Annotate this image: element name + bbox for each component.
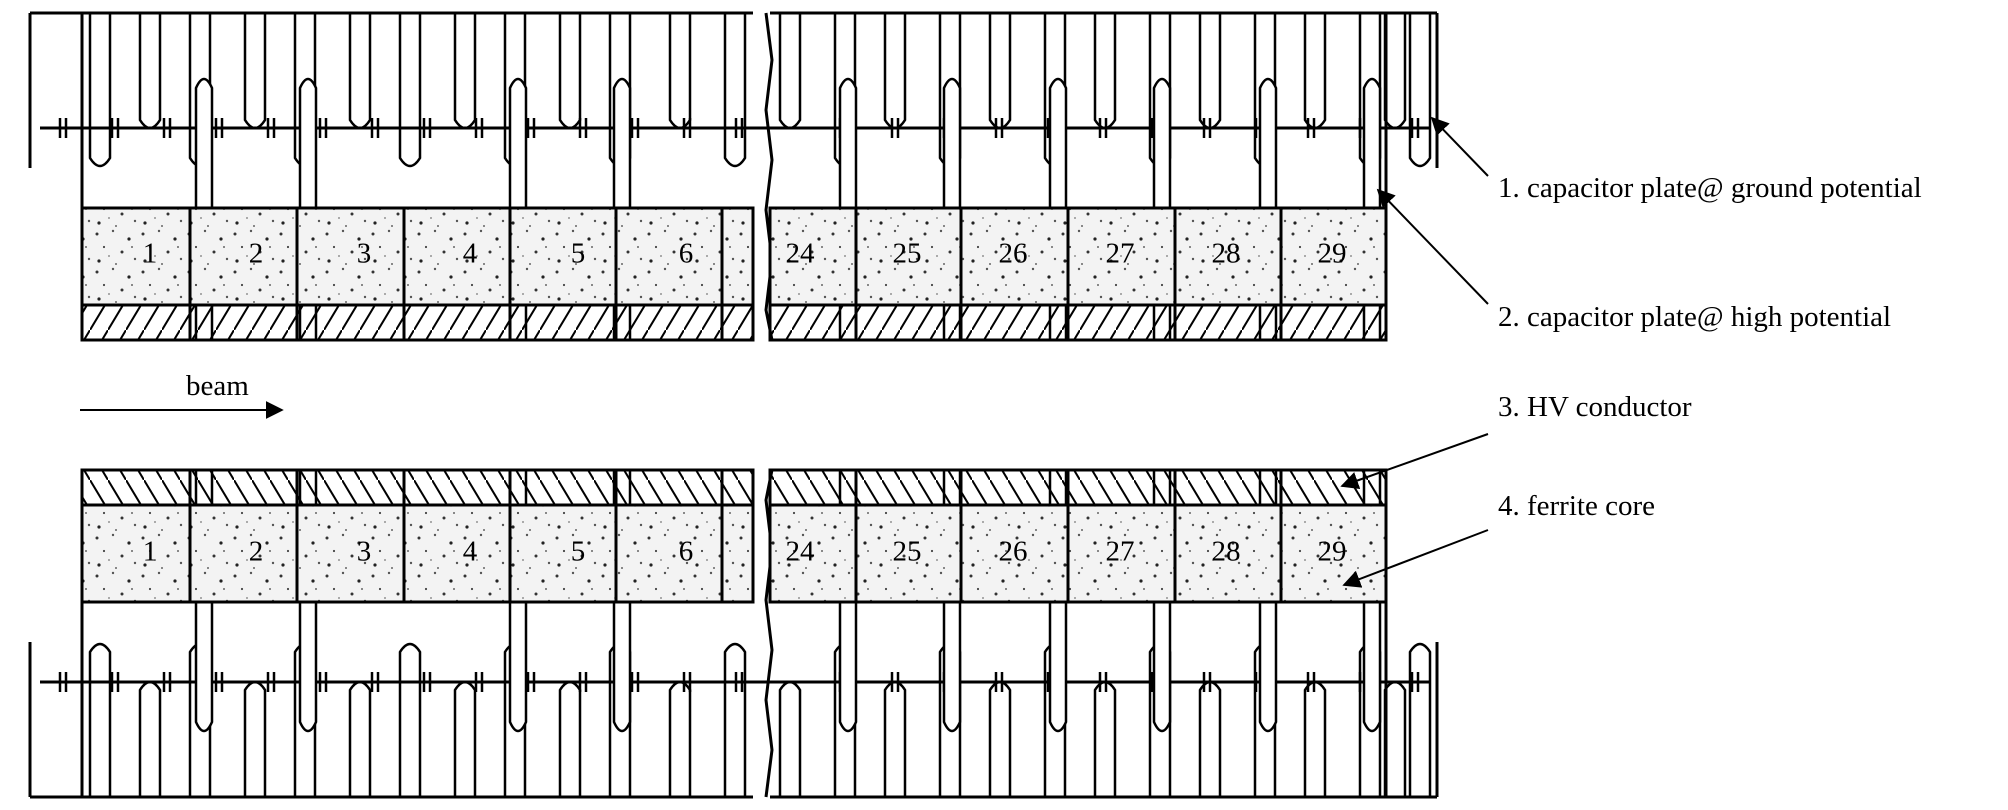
hv-conductor [768,468,1388,507]
capacitor-plate [1198,13,1222,130]
ferrite-core [768,206,1388,307]
hv-conductor [768,303,1388,342]
legend-ferrite-core: 4. ferrite core [1498,490,1655,522]
capacitor-plate [88,642,112,797]
legend-ground-plate: 1. capacitor plate@ ground potential [1498,172,1922,204]
lower-capacitor-plates [88,642,1432,797]
cell-number: 3 [357,238,372,270]
hv-conductor [80,303,755,342]
capacitor-plate [778,13,802,130]
capacitor-plate [1408,13,1432,168]
capacitor-plate [883,680,907,797]
cell-number: 29 [1318,536,1347,568]
capacitor-plate [558,13,582,130]
capacitor-plate [1093,13,1117,130]
beam-label: beam [186,370,249,402]
capacitor-plate [398,13,422,168]
cell-number: 24 [786,536,816,568]
capacitor-plate [348,13,372,130]
capacitor-plate [88,13,112,168]
cell-number: 5 [571,238,586,270]
capacitor-plate [1303,680,1327,797]
legend-hv-conductor: 3. HV conductor [1498,391,1692,423]
beam-indicator: beam [80,370,284,419]
capacitor-plate [1383,680,1407,797]
capacitor-plate [1198,680,1222,797]
pointer-ferrite-core [1342,529,1489,588]
capacitor-plate [1408,642,1432,797]
capacitor-plate [398,642,422,797]
ferrite-core [80,503,755,604]
hv-conductor [80,468,755,507]
cell-number: 26 [999,536,1028,568]
cell-number: 4 [463,238,478,270]
capacitor-plate [668,13,692,130]
cell-number: 5 [571,536,586,568]
pointer-high-plate [1376,188,1489,305]
ferrite-core [768,503,1388,604]
cell-number: 24 [786,238,816,270]
capacitor-plate [988,680,1012,797]
capacitor-plate [723,642,747,797]
cell-number: 26 [999,238,1028,270]
capacitor-plate [1303,13,1327,130]
capacitor-plate [1383,13,1407,130]
pointer-hv-conductor [1340,433,1489,490]
cell-number: 6 [679,238,694,270]
cell-number: 6 [679,536,694,568]
lower-cell-row: 1 2 3 4 5 6 24 25 26 27 28 29 [28,468,1439,799]
section-break [764,12,774,341]
cell-number: 27 [1106,238,1135,270]
cell-number: 27 [1106,536,1135,568]
cell-number: 3 [357,536,372,568]
ferrite-core [80,206,755,307]
cell-number: 25 [893,536,922,568]
capacitor-plate [558,680,582,797]
cell-number: 1 [143,238,158,270]
capacitor-plate [723,13,747,168]
cell-number: 2 [249,238,264,270]
cell-number: 4 [463,536,478,568]
upper-capacitor-plates [88,13,1432,168]
section-break [764,469,774,798]
capacitor-plate [988,13,1012,130]
capacitor-plate [668,680,692,797]
capacitor-plate [778,680,802,797]
capacitor-plate [348,680,372,797]
upper-cell-row: 1 2 3 4 5 6 24 25 26 27 28 29 [28,11,1439,342]
capacitor-plate [453,680,477,797]
capacitor-plate [243,13,267,130]
capacitor-plate [453,13,477,130]
capacitor-plate [138,680,162,797]
cell-number: 28 [1212,238,1241,270]
capacitor-plate [1093,680,1117,797]
capacitor-plate [243,680,267,797]
cell-number: 25 [893,238,922,270]
cell-number: 28 [1212,536,1241,568]
cell-number: 1 [143,536,158,568]
capacitor-plate [883,13,907,130]
legend-high-plate: 2. capacitor plate@ high potential [1498,301,1891,333]
cell-number: 2 [249,536,264,568]
capacitor-plate [138,13,162,130]
legend: 1. capacitor plate@ ground potential 2. … [1498,172,1922,522]
pointer-ground-plate [1430,116,1489,177]
callout-pointers [1340,116,1489,588]
cell-number: 29 [1318,238,1347,270]
